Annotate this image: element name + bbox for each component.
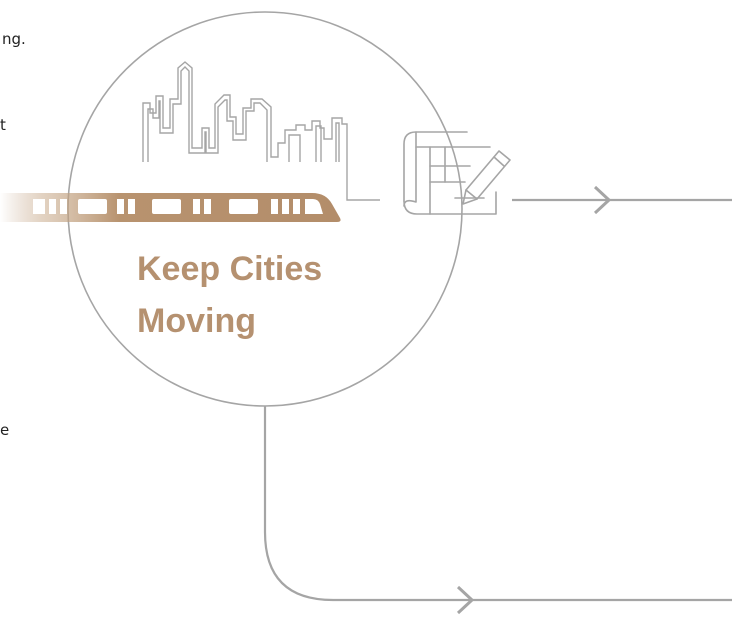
headline-line-1: Keep Cities (137, 250, 323, 288)
partial-text-bottom: e (0, 421, 10, 439)
connector-line-bottom (263, 406, 732, 602)
chevron-right-icon (593, 185, 611, 215)
chevron-right-icon (456, 585, 474, 615)
headline-line-2: Moving (137, 302, 256, 340)
blueprint-pencil-icon (403, 131, 511, 215)
partial-text-top: ng. (2, 30, 26, 48)
city-skyline-icon (142, 61, 380, 201)
partial-text-middle: t (0, 116, 6, 134)
train-icon (0, 193, 341, 222)
